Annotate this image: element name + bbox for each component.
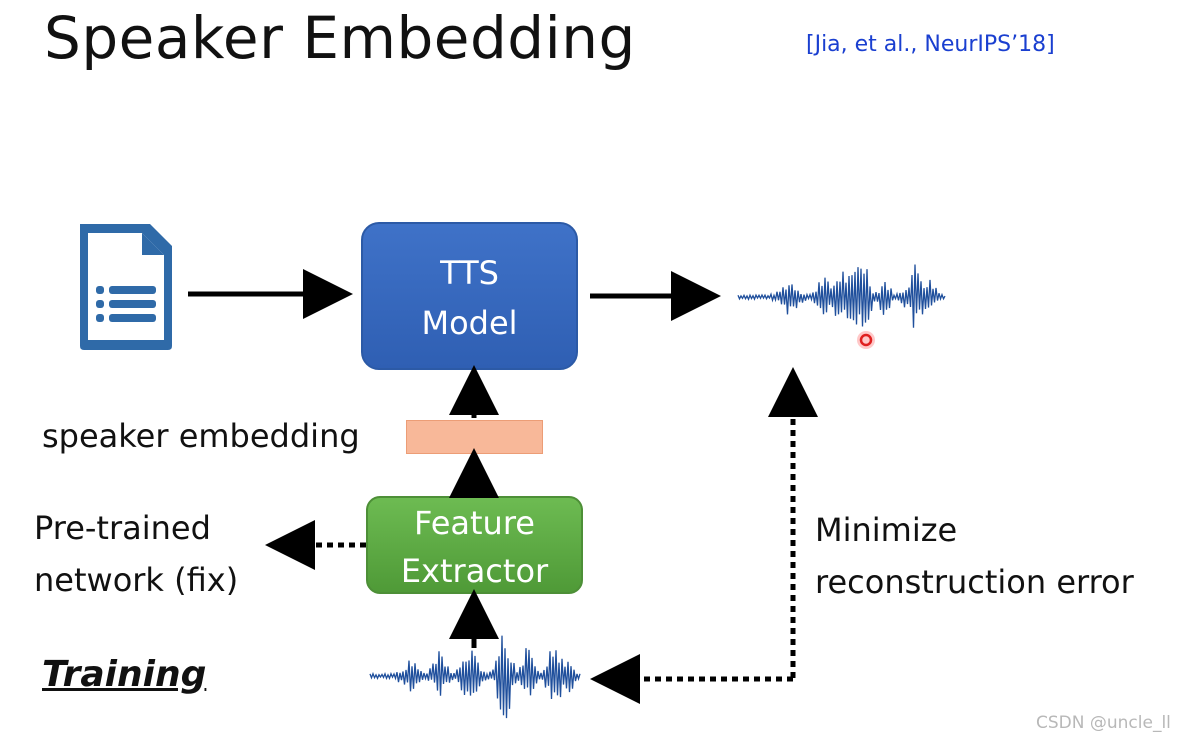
pretrained-line1: Pre-trained (34, 509, 211, 547)
minimize-line1: Minimize (815, 511, 958, 549)
minimize-line2: reconstruction error (815, 563, 1134, 601)
tts-model-line1: TTS (440, 254, 499, 292)
input-waveform (369, 635, 581, 719)
document-list-icon (80, 224, 172, 350)
minimize-error-label: Minimize reconstruction error (815, 504, 1134, 608)
slide-title: Speaker Embedding (44, 4, 636, 72)
feature-extractor-line2: Extractor (400, 552, 549, 590)
pretrained-network-label: Pre-trained network (fix) (34, 502, 238, 606)
citation: [Jia, et al., NeurIPS’18] (806, 32, 1055, 57)
tts-model-box: TTS Model (361, 222, 578, 370)
cursor-dot-icon (857, 331, 875, 349)
speaker-embedding-label: speaker embedding (42, 417, 360, 455)
feature-extractor-line1: Feature (414, 504, 535, 542)
watermark: CSDN @uncle_ll (1036, 713, 1171, 733)
tts-model-line2: Model (421, 304, 518, 342)
training-label: Training (42, 654, 207, 695)
pretrained-line2: network (fix) (34, 561, 239, 599)
output-waveform (737, 264, 946, 328)
